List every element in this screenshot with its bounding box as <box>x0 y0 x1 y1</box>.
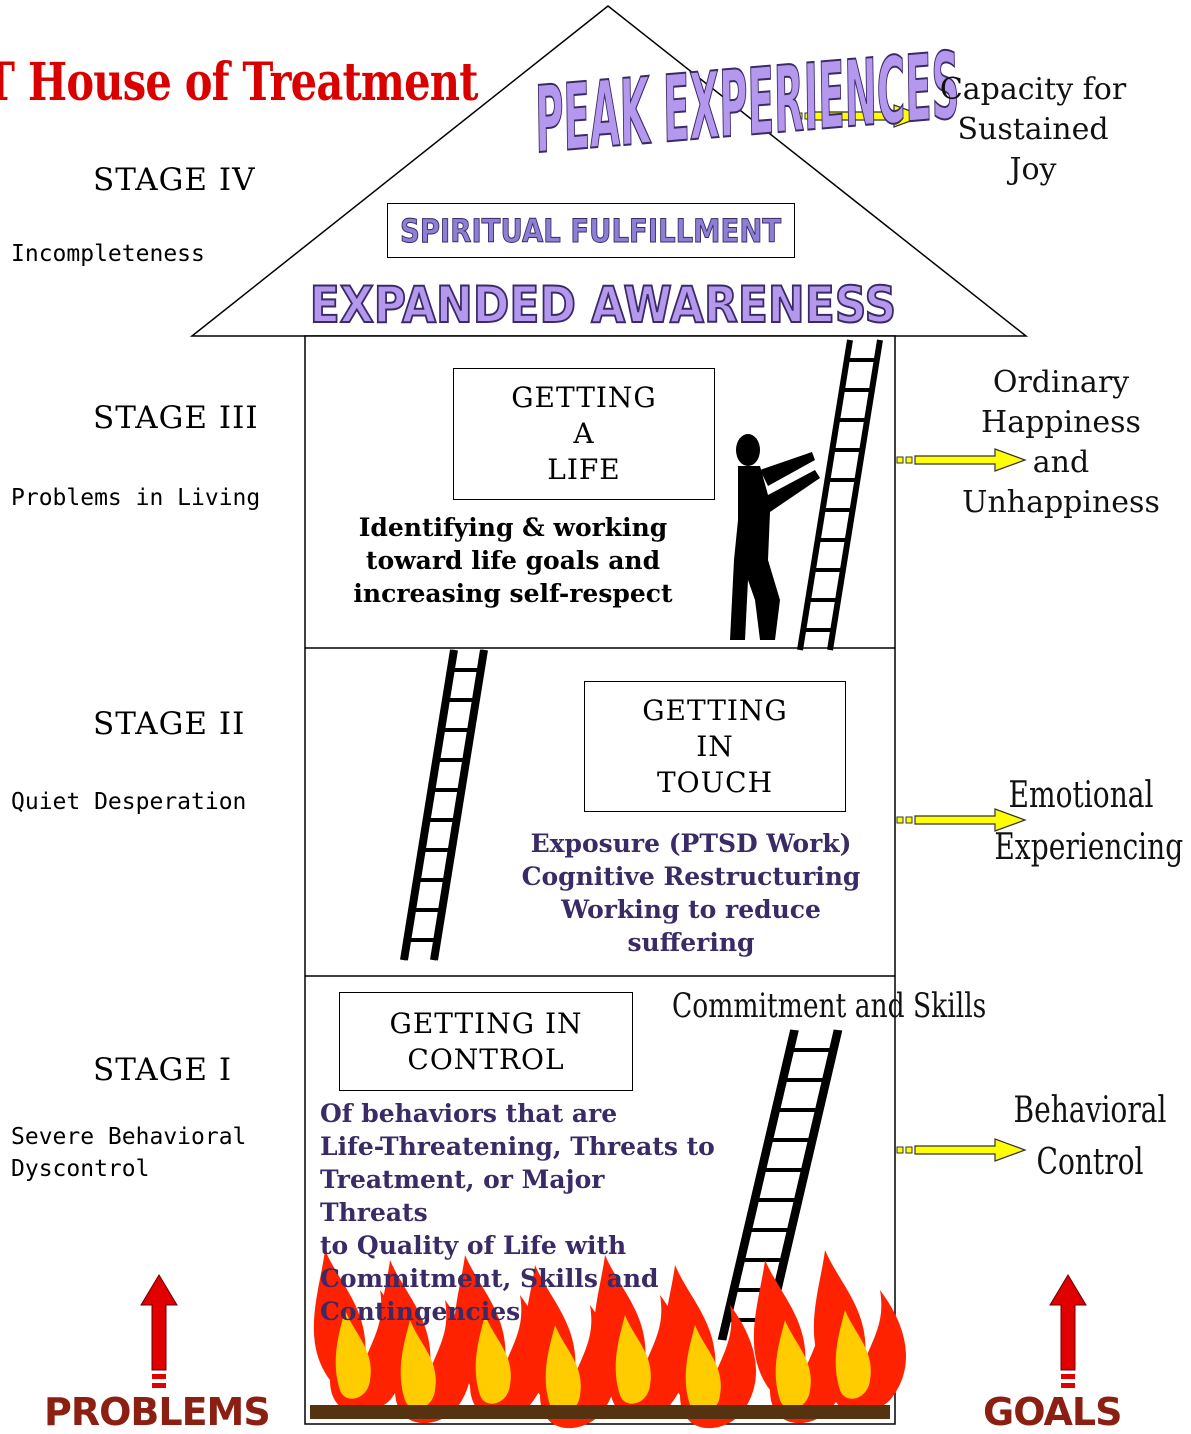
outcome-behavioral-control: Behavioral Control <box>1013 1090 1167 1183</box>
peak-experiences-label: PEAK EXPERIENCES <box>534 31 961 175</box>
expanded-awareness-label: EXPANDED AWARENESS <box>309 275 897 335</box>
outcome-capacity-for-sustained-joy: Capacity for Sustained Joy <box>939 72 1127 187</box>
stage-desc-3: Problems in Living <box>11 485 261 511</box>
stage-desc-2: Quiet Desperation <box>11 789 247 815</box>
fire-icon <box>310 1250 907 1429</box>
goals-label: GOALS <box>983 1390 1122 1434</box>
outcome-emotional-experiencing: Emotional Experiencing <box>994 775 1184 868</box>
stage3-description: Identifying & working toward life goals … <box>353 513 673 608</box>
spiritual-fulfillment-box: SPIRITUAL FULFILLMENT <box>387 203 795 258</box>
problems-label: PROBLEMS <box>44 1390 271 1434</box>
stage-label-3: STAGE III <box>93 400 259 436</box>
outcome-ordinary-happiness: Ordinary Happiness and Unhappiness <box>962 365 1160 520</box>
yellow-arrow-icon-1 <box>896 1138 1026 1162</box>
stage2-description: Exposure (PTSD Work) Cognitive Restructu… <box>521 829 861 957</box>
stage-desc-1: Severe Behavioral Dyscontrol <box>11 1124 247 1182</box>
stage-desc-4: Incompleteness <box>11 241 205 267</box>
stage1-description: Of behaviors that are Life-Threatening, … <box>320 1099 715 1326</box>
getting-a-life-box: GETTING A LIFE <box>453 368 715 500</box>
house-body <box>304 335 896 1425</box>
commitment-and-skills-label: Commitment and Skills <box>672 986 987 1026</box>
red-up-arrow-icon-right <box>1049 1274 1087 1389</box>
stage-label-1: STAGE I <box>93 1052 233 1088</box>
getting-in-control-box: GETTING IN CONTROL <box>339 992 633 1091</box>
stage-label-2: STAGE II <box>93 706 246 742</box>
climbing-person-icon <box>730 434 820 640</box>
getting-in-touch-box: GETTING IN TOUCH <box>584 681 846 812</box>
diagram-title: T House of Treatment <box>0 52 478 113</box>
red-up-arrow-icon-left <box>140 1274 178 1389</box>
spiritual-fulfillment-label: SPIRITUAL FULFILLMENT <box>400 211 782 250</box>
stage-label-4: STAGE IV <box>93 162 256 198</box>
